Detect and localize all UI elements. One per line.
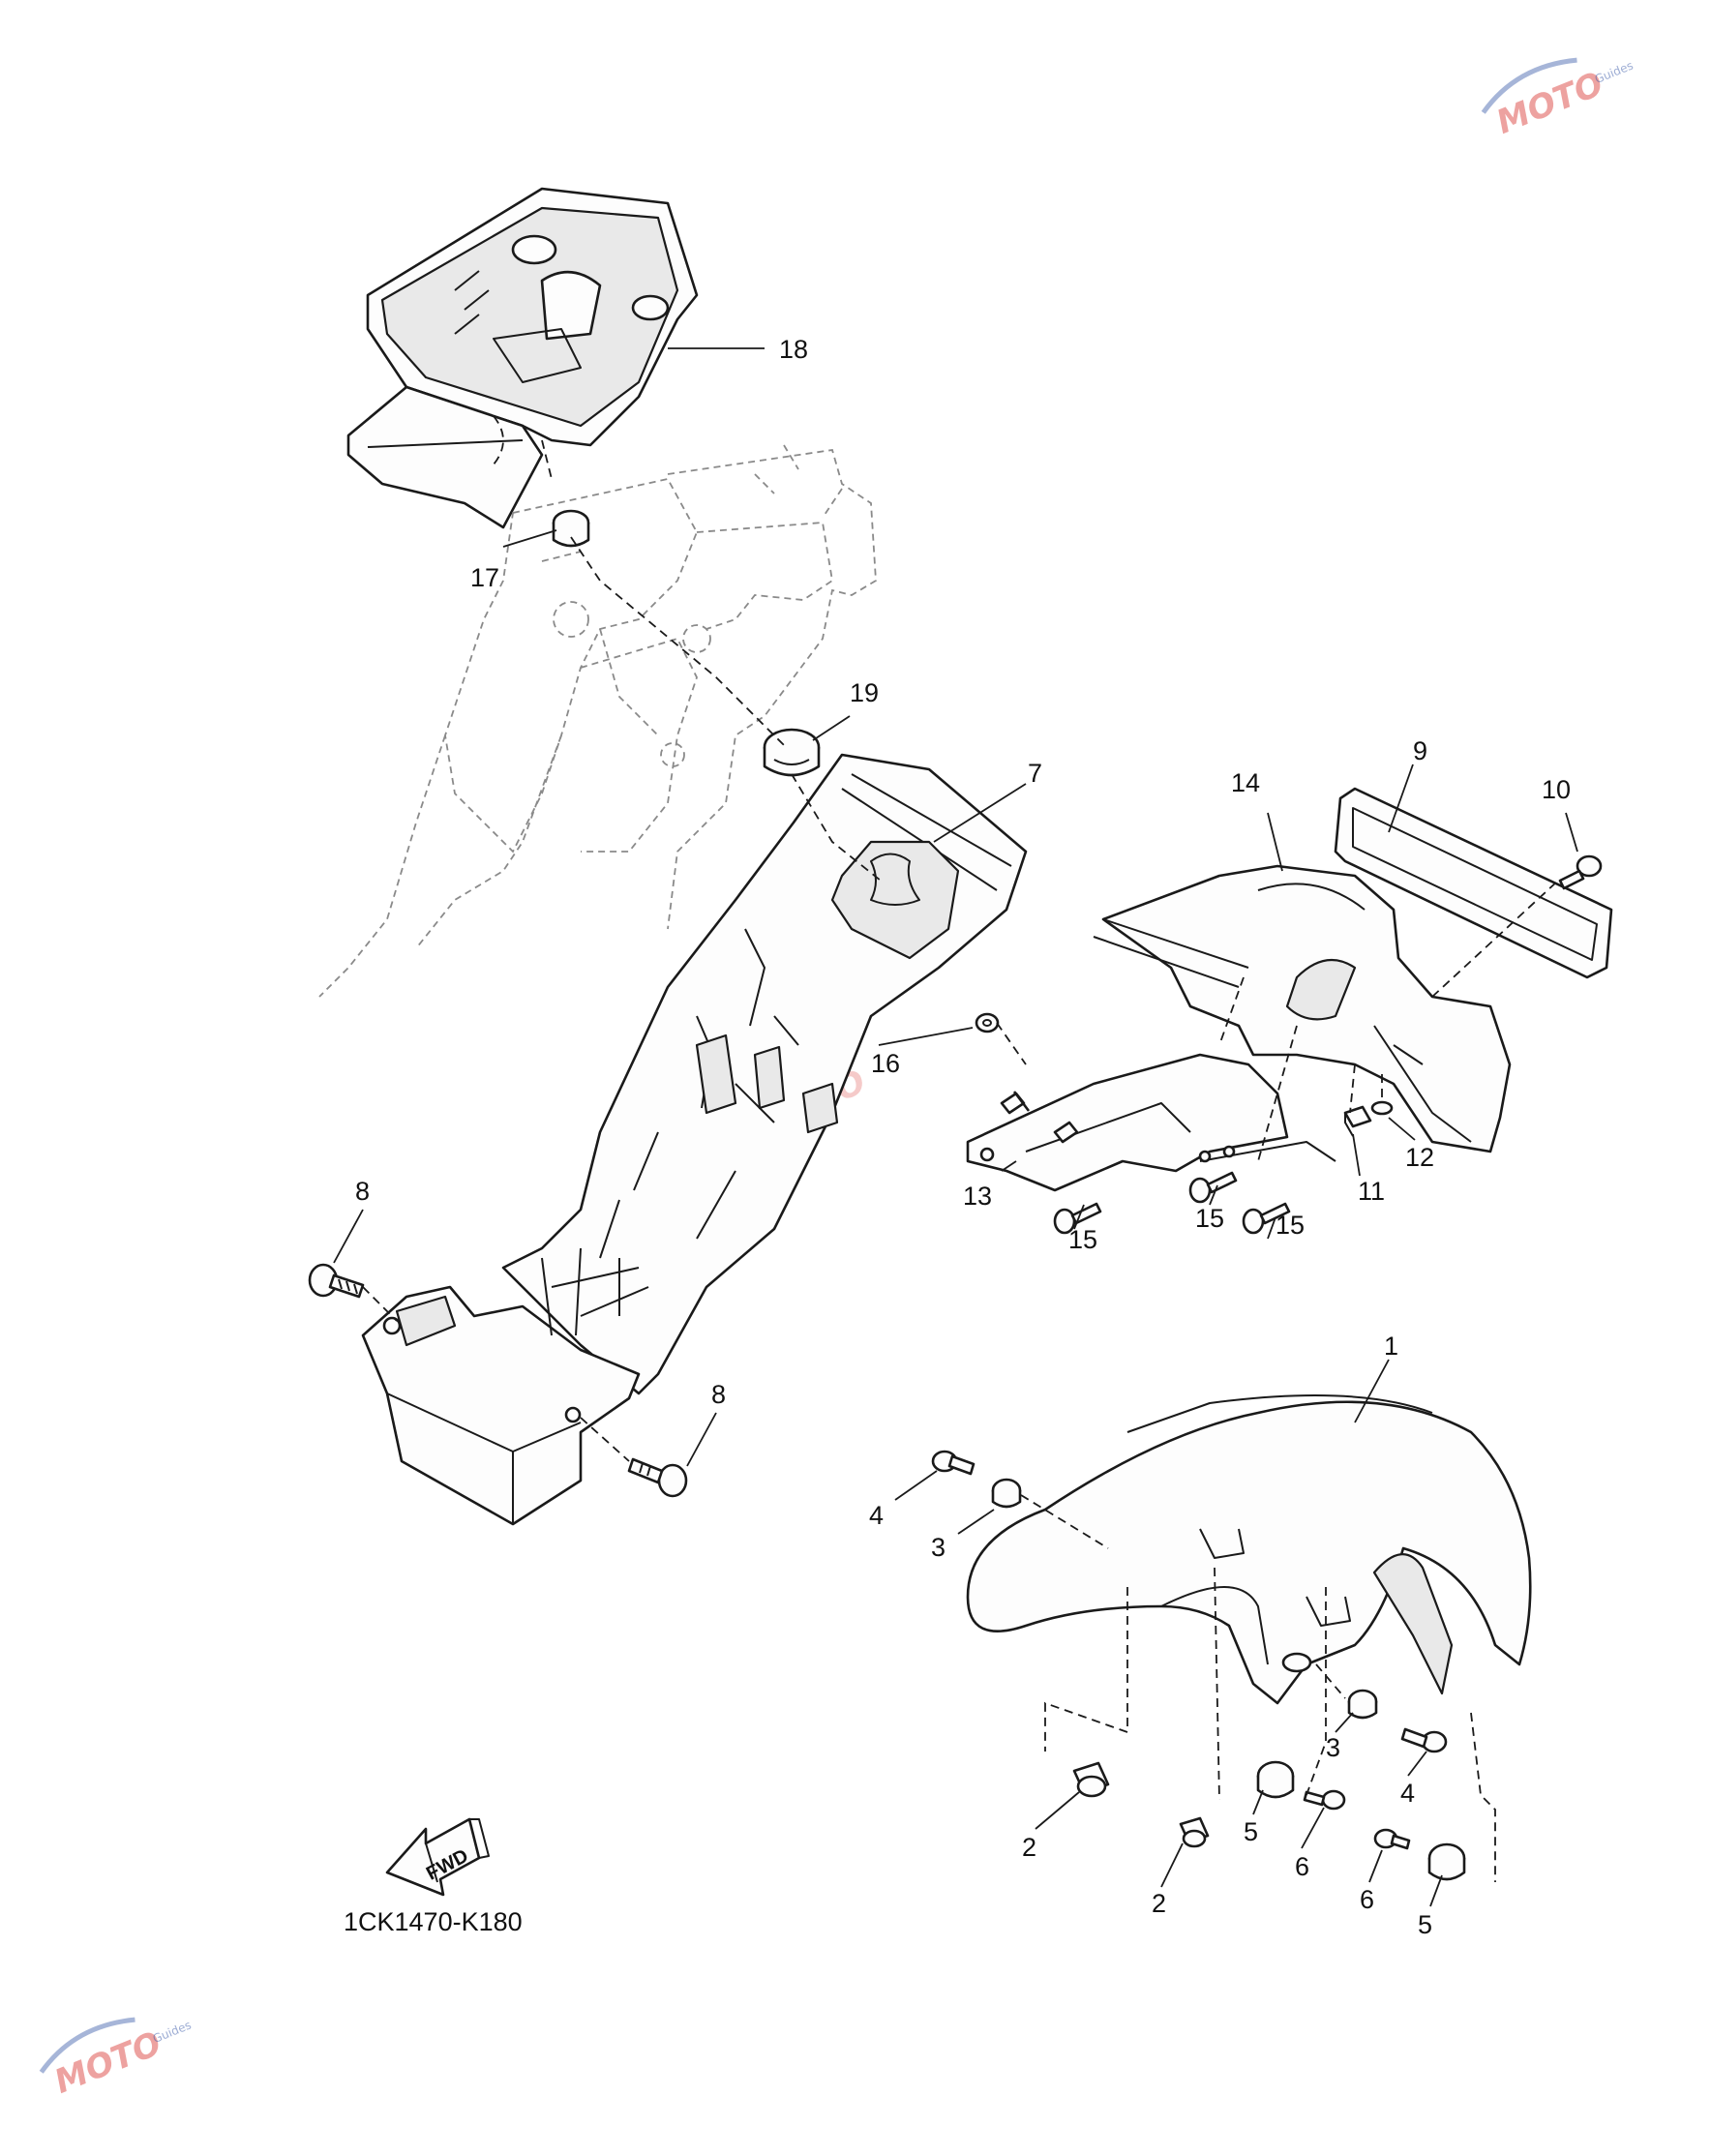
callout-14: 14 — [1231, 768, 1260, 797]
part-4-bolt-lower — [1400, 1727, 1448, 1753]
part-10-screw — [1558, 854, 1603, 890]
callout-18: 18 — [779, 335, 808, 364]
svg-text:MOTO: MOTO — [49, 2024, 166, 2102]
watermark-brand-2: MOTO — [49, 2024, 166, 2102]
part-8-bolt-left — [308, 1263, 365, 1299]
part-15-screw-c — [1242, 1202, 1291, 1235]
callout-3-lower: 3 — [1326, 1733, 1340, 1762]
callout-19: 19 — [850, 678, 879, 707]
part-3-collar-lower — [1347, 1689, 1378, 1720]
callout-5-right: 5 — [1418, 1910, 1432, 1939]
part-5-grommet-left — [1256, 1760, 1295, 1799]
callout-15-b: 15 — [1195, 1204, 1224, 1233]
part-18-tool-tray — [346, 187, 699, 529]
callout-4-lower: 4 — [1400, 1779, 1415, 1808]
assembly-lines — [362, 536, 1559, 1882]
callout-11: 11 — [1358, 1177, 1385, 1206]
callout-13: 13 — [963, 1182, 992, 1211]
watermark-sub: Guides — [1593, 58, 1636, 86]
part-15-screw-b — [1188, 1171, 1238, 1204]
callout-labels: 18 17 19 7 14 9 10 16 13 15 15 15 11 12 … — [355, 335, 1571, 1939]
callout-2-left: 2 — [1022, 1833, 1036, 1862]
part-11-nut — [1343, 1105, 1372, 1137]
part-6-screw-left — [1303, 1789, 1346, 1811]
callout-15-c: 15 — [1276, 1211, 1305, 1240]
callout-10: 10 — [1542, 775, 1571, 804]
callout-2-right: 2 — [1152, 1889, 1166, 1918]
part-13-bracket — [966, 1053, 1336, 1192]
diagram-code: 1CK1470-K180 — [344, 1907, 523, 1936]
part-17-grommet — [552, 509, 590, 548]
watermark-sub-2: Guides — [151, 2018, 194, 2046]
callout-6-right: 6 — [1360, 1885, 1374, 1914]
callout-9: 9 — [1413, 736, 1427, 765]
callout-4-upper: 4 — [869, 1501, 884, 1530]
part-19-grommet — [763, 728, 821, 777]
callout-17: 17 — [470, 563, 499, 592]
part-6-screw-right — [1373, 1828, 1411, 1850]
callout-7: 7 — [1028, 759, 1042, 788]
leader-lines — [333, 347, 1578, 1907]
part-7-lower-box — [361, 1247, 641, 1526]
part-8-bolt-right — [627, 1457, 688, 1498]
part-12-washer — [1370, 1100, 1394, 1116]
callout-8-right: 8 — [711, 1380, 726, 1409]
callout-8-left: 8 — [355, 1177, 370, 1206]
part-2-clip-right — [1179, 1816, 1210, 1848]
part-5-grommet-right — [1427, 1842, 1466, 1881]
frame-outline — [318, 444, 877, 998]
fwd-arrow: FWD — [385, 1817, 490, 1897]
callout-5-left: 5 — [1244, 1817, 1258, 1846]
part-4-bolt-upper — [931, 1450, 976, 1476]
part-14-license-bracket — [1093, 864, 1512, 1153]
part-1-front-fender — [966, 1394, 1532, 1705]
callout-16: 16 — [871, 1049, 900, 1078]
callout-12: 12 — [1405, 1143, 1434, 1172]
callout-6-left: 6 — [1295, 1852, 1309, 1881]
callout-3-upper: 3 — [931, 1533, 946, 1562]
part-7-rear-fender — [501, 753, 1028, 1395]
svg-text:MOTO: MOTO — [1491, 65, 1608, 142]
part-2-clip-left — [1072, 1761, 1110, 1798]
watermark-bottom-left: MOTO Guides — [39, 2017, 194, 2102]
part-3-collar-upper — [991, 1478, 1022, 1509]
watermark-top-right: MOTO Guides — [1481, 57, 1636, 142]
callout-15-a: 15 — [1068, 1225, 1097, 1254]
watermark-brand: MOTO — [1491, 65, 1608, 142]
part-16-nut — [975, 1012, 1000, 1033]
callout-1: 1 — [1384, 1332, 1398, 1361]
